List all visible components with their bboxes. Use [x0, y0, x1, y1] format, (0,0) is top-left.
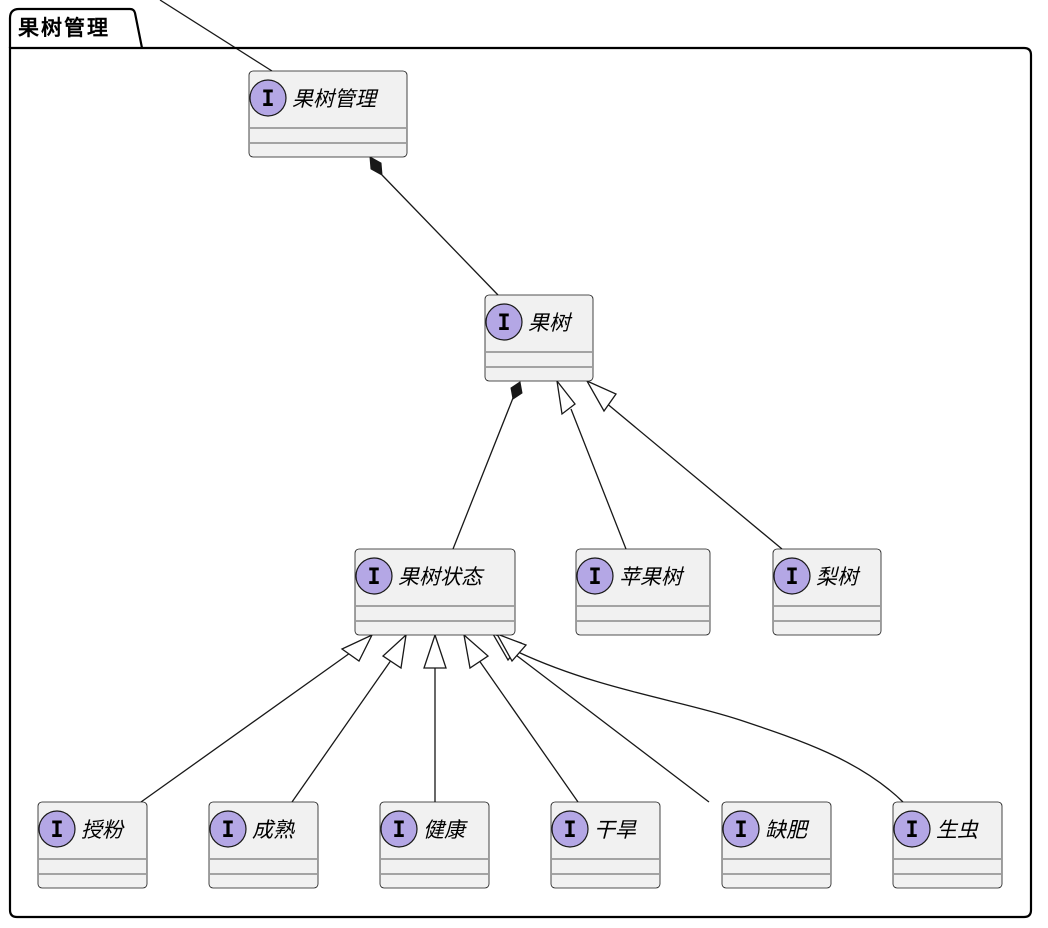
composition-diamond	[510, 381, 523, 400]
class-name: 果树状态	[398, 565, 485, 589]
generalization-lishu-guoshu	[585, 379, 783, 550]
generalization-arrowhead	[555, 378, 576, 416]
class-shengchong[interactable]: I 生虫	[892, 801, 1003, 889]
generalization-jiankang-zhuangtai	[423, 632, 447, 802]
stereotype-letter: I	[785, 565, 798, 590]
stereotype-letter: I	[563, 818, 576, 843]
class-name: 干旱	[594, 818, 637, 842]
class-pingguo-shu[interactable]: I 苹果树	[575, 548, 711, 636]
relation-line	[570, 408, 627, 550]
interface-stereotype-icon	[576, 557, 614, 595]
generalization-pingguoshu-guoshu	[555, 378, 627, 550]
interface-stereotype-icon	[551, 810, 589, 848]
class-chengshu[interactable]: I 成熟	[208, 801, 319, 889]
relations	[140, 156, 904, 803]
class-name: 苹果树	[619, 565, 685, 589]
composition-guoshuguanli-guoshu	[369, 156, 499, 296]
interface-stereotype-icon	[485, 303, 523, 341]
package-frame: 果树管理	[8, 7, 1033, 919]
interface-stereotype-icon	[893, 810, 931, 848]
class-box	[354, 548, 516, 636]
generalization-chengshu-zhuangtai	[291, 633, 407, 803]
generalization-quefei-zhuangtai	[491, 632, 710, 803]
generalization-arrowhead	[340, 633, 374, 662]
relation-line	[604, 401, 783, 550]
stereotype-letter: I	[261, 87, 274, 112]
generalization-arrowhead	[381, 633, 407, 670]
generalization-shoufen-zhuangtai	[140, 633, 374, 803]
relation-line	[452, 397, 514, 550]
package-tab	[8, 7, 144, 49]
stereotype-letter: I	[221, 818, 234, 843]
stereotype-letter: I	[50, 818, 63, 843]
stereotype-letter: I	[392, 818, 405, 843]
generalization-arrowhead	[585, 379, 617, 413]
relation-line	[140, 652, 351, 803]
class-li-shu[interactable]: I 梨树	[772, 548, 882, 636]
interface-stereotype-icon	[380, 810, 418, 848]
stereotype-letter: I	[367, 565, 380, 590]
class-guoshu-guanli[interactable]: I 果树管理	[248, 70, 408, 158]
class-jiankang[interactable]: I 健康	[379, 801, 490, 889]
class-name: 健康	[423, 818, 468, 842]
package-body	[8, 46, 1033, 919]
interface-stereotype-icon	[722, 810, 760, 848]
class-name: 成熟	[252, 818, 295, 842]
class-quefei[interactable]: I 缺肥	[721, 801, 832, 889]
composition-diamond	[369, 156, 383, 176]
stereotype-letter: I	[734, 818, 747, 843]
class-shoufen[interactable]: I 授粉	[37, 801, 148, 889]
relation-line	[475, 655, 579, 803]
generalization-ganhan-zhuangtai	[463, 633, 579, 803]
external-link-line	[159, 0, 273, 72]
interface-stereotype-icon	[249, 79, 287, 117]
generalization-arrowhead	[463, 633, 490, 670]
interface-stereotype-icon	[209, 810, 247, 848]
class-guoshu[interactable]: I 果树	[484, 294, 594, 382]
class-ganhan[interactable]: I 干旱	[550, 801, 661, 889]
stereotype-letter: I	[588, 565, 601, 590]
class-name: 生虫	[936, 818, 979, 842]
generalization-shengchong-zhuangtai	[495, 632, 904, 803]
class-name: 缺肥	[765, 818, 810, 842]
stereotype-letter: I	[905, 818, 918, 843]
class-guoshu-zhuangtai[interactable]: I 果树状态	[354, 548, 516, 636]
interface-stereotype-icon	[38, 810, 76, 848]
relation-line	[291, 655, 395, 803]
stereotype-letter: I	[497, 311, 510, 336]
relation-line	[381, 174, 499, 296]
generalization-arrowhead	[495, 632, 528, 663]
relation-line	[517, 651, 904, 803]
class-box	[248, 70, 408, 158]
class-name: 授粉	[81, 818, 125, 842]
relation-line	[511, 651, 710, 803]
generalization-arrowhead	[423, 632, 447, 669]
interface-stereotype-icon	[773, 557, 811, 595]
class-name: 果树	[528, 311, 573, 335]
class-name: 梨树	[816, 565, 861, 589]
interface-stereotype-icon	[355, 557, 393, 595]
classes: I 果树管理 I 果树 I 果树状态 I 苹果树 I 梨树 I 授粉 I 成熟 I 健康 I 干旱 I 缺肥 I 生虫	[37, 70, 1003, 889]
class-name: 果树管理	[292, 87, 379, 111]
package-title: 果树管理	[18, 16, 110, 40]
composition-guoshu-zhuangtai	[452, 381, 523, 550]
